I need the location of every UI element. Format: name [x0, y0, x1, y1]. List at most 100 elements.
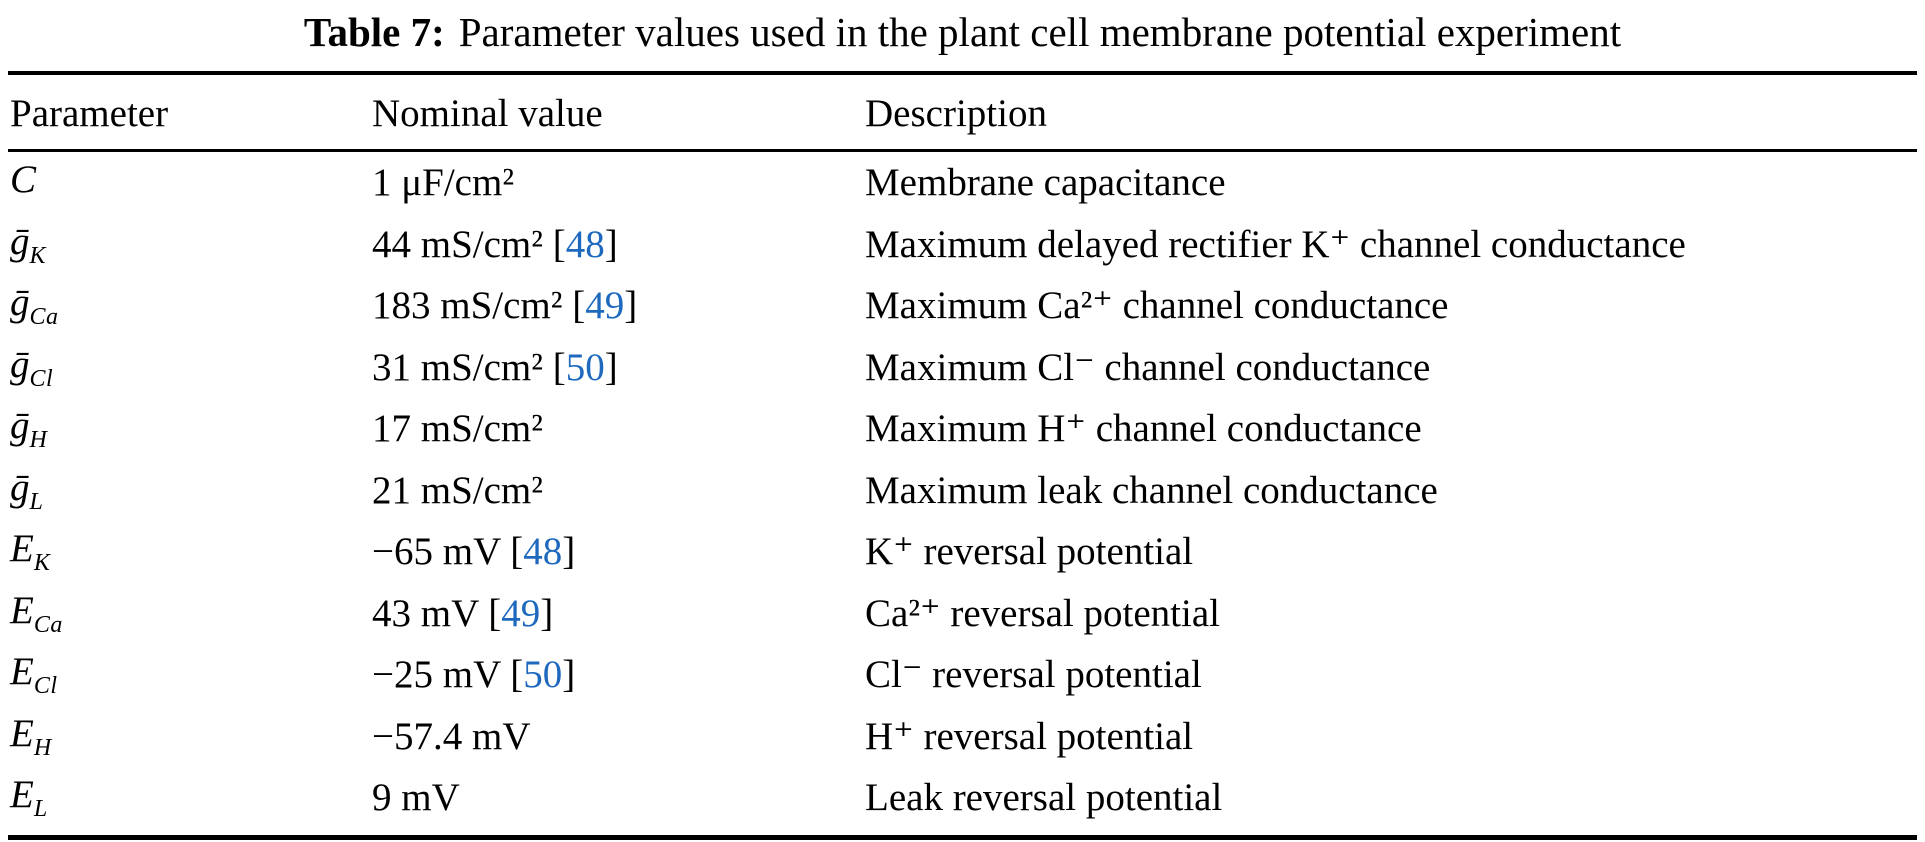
parameter-subscript: Ca: [29, 304, 59, 331]
parameter-subscript: L: [29, 488, 44, 515]
table-row: C 1 μF/cm² [] Membrane capacitance: [8, 151, 1917, 214]
table-row: ḡL 21 mS/cm² [] Maximum leak channel con…: [8, 460, 1917, 522]
parameter-subscript: Cl: [29, 365, 54, 392]
parameter-cell: ḡCa: [8, 275, 370, 337]
parameter-symbol: C: [10, 158, 37, 202]
description-text: Ca²⁺ reversal potential: [865, 591, 1220, 635]
nominal-value: −57.4 mV: [372, 714, 531, 758]
description-cell: K⁺ reversal potential: [863, 521, 1917, 583]
description-cell: Maximum delayed rectifier K⁺ channel con…: [863, 214, 1917, 276]
nominal-value: 1 μF/cm²: [372, 161, 515, 205]
citation: [49]: [562, 284, 638, 328]
description-text: Maximum leak channel conductance: [865, 468, 1438, 512]
parameter-cell: C: [8, 151, 370, 214]
parameter-cell: EK: [8, 521, 370, 583]
parameter-subscript: L: [33, 796, 48, 823]
header-row: Parameter Nominal value Description: [8, 73, 1917, 152]
description-text: Membrane capacitance: [865, 161, 1226, 205]
parameter-symbol: E: [10, 711, 34, 755]
parameter-cell: ḡH: [8, 398, 370, 460]
nominal-value-cell: 183 mS/cm² [49]: [370, 275, 863, 337]
nominal-value: 43 mV: [372, 591, 479, 635]
nominal-value-cell: 9 mV []: [370, 767, 863, 837]
parameter-cell: EH: [8, 706, 370, 768]
citation-link[interactable]: 50: [565, 345, 605, 389]
parameter-subscript: Ca: [33, 611, 63, 638]
nominal-value: −25 mV: [372, 653, 501, 697]
table-row: EH −57.4 mV [] H⁺ reversal potential: [8, 706, 1917, 768]
parameter-symbol: ḡ: [10, 404, 30, 448]
parameter-subscript: K: [33, 550, 51, 577]
parameter-cell: ECa: [8, 583, 370, 645]
column-header-nominal-value: Nominal value: [370, 73, 863, 152]
nominal-value: 21 mS/cm²: [372, 468, 543, 512]
citation-link[interactable]: 48: [565, 222, 605, 266]
description-text: Cl⁻ reversal potential: [865, 653, 1202, 697]
table-row: ECl −25 mV [50] Cl⁻ reversal potential: [8, 644, 1917, 706]
citation: [50]: [500, 653, 576, 697]
parameter-cell: ḡCl: [8, 337, 370, 399]
citation: [48]: [500, 530, 576, 574]
nominal-value: 183 mS/cm²: [372, 284, 563, 328]
nominal-value-cell: 43 mV [49]: [370, 583, 863, 645]
citation: [49]: [478, 591, 554, 635]
table-row: ḡH 17 mS/cm² [] Maximum H⁺ channel condu…: [8, 398, 1917, 460]
nominal-value: 17 mS/cm²: [372, 407, 543, 451]
parameter-symbol: ḡ: [10, 219, 30, 263]
citation: [48]: [542, 222, 618, 266]
nominal-value: 31 mS/cm²: [372, 345, 543, 389]
table-row: ḡK 44 mS/cm² [48] Maximum delayed rectif…: [8, 214, 1917, 276]
parameter-cell: ḡK: [8, 214, 370, 276]
description-cell: Leak reversal potential: [863, 767, 1917, 837]
nominal-value-cell: 44 mS/cm² [48]: [370, 214, 863, 276]
nominal-value-cell: −25 mV [50]: [370, 644, 863, 706]
parameter-cell: ḡL: [8, 460, 370, 522]
description-cell: Cl⁻ reversal potential: [863, 644, 1917, 706]
description-cell: Maximum H⁺ channel conductance: [863, 398, 1917, 460]
nominal-value-cell: 31 mS/cm² [50]: [370, 337, 863, 399]
description-cell: Ca²⁺ reversal potential: [863, 583, 1917, 645]
parameter-subscript: H: [29, 427, 48, 454]
nominal-value-cell: 21 mS/cm² []: [370, 460, 863, 522]
table-row: EL 9 mV [] Leak reversal potential: [8, 767, 1917, 837]
citation-link[interactable]: 48: [523, 530, 563, 574]
citation-link[interactable]: 49: [501, 591, 541, 635]
description-text: H⁺ reversal potential: [865, 714, 1194, 758]
description-cell: Maximum Ca²⁺ channel conductance: [863, 275, 1917, 337]
parameter-symbol: E: [10, 773, 34, 817]
description-text: K⁺ reversal potential: [865, 530, 1194, 574]
table-caption-label: Table 7:: [303, 9, 445, 55]
parameter-subscript: K: [29, 242, 47, 269]
column-header-description: Description: [863, 73, 1917, 152]
parameter-symbol: ḡ: [10, 342, 30, 386]
description-cell: Membrane capacitance: [863, 151, 1917, 214]
parameter-cell: ECl: [8, 644, 370, 706]
parameter-symbol: E: [10, 650, 34, 694]
parameter-subscript: H: [33, 734, 52, 761]
table-body: [] C 1 μF/cm² [] Membrane capacitance ḡK…: [8, 151, 1917, 838]
citation-link[interactable]: 49: [585, 284, 625, 328]
table-caption: Table 7:Parameter values used in the pla…: [0, 6, 1925, 58]
nominal-value-cell: −57.4 mV []: [370, 706, 863, 768]
parameter-cell: EL: [8, 767, 370, 837]
description-text: Maximum Ca²⁺ channel conductance: [865, 284, 1449, 328]
citation-link[interactable]: 50: [523, 653, 563, 697]
column-header-parameter: Parameter: [8, 73, 370, 152]
description-cell: Maximum Cl⁻ channel conductance: [863, 337, 1917, 399]
nominal-value-cell: 17 mS/cm² []: [370, 398, 863, 460]
table-row: ḡCa 183 mS/cm² [49] Maximum Ca²⁺ channel…: [8, 275, 1917, 337]
parameter-subscript: Cl: [33, 673, 58, 700]
description-text: Leak reversal potential: [865, 776, 1223, 820]
nominal-value: −65 mV: [372, 530, 501, 574]
table-row: EK −65 mV [48] K⁺ reversal potential: [8, 521, 1917, 583]
parameter-table: Parameter Nominal value Description [] C…: [8, 71, 1917, 840]
description-cell: H⁺ reversal potential: [863, 706, 1917, 768]
description-text: Maximum Cl⁻ channel conductance: [865, 345, 1431, 389]
table-row: ḡCl 31 mS/cm² [50] Maximum Cl⁻ channel c…: [8, 337, 1917, 399]
citation: [50]: [542, 345, 618, 389]
parameter-symbol: E: [10, 527, 34, 571]
parameter-symbol: ḡ: [10, 465, 30, 509]
nominal-value: 9 mV: [372, 776, 460, 820]
parameter-symbol: E: [10, 588, 34, 632]
nominal-value-cell: −65 mV [48]: [370, 521, 863, 583]
